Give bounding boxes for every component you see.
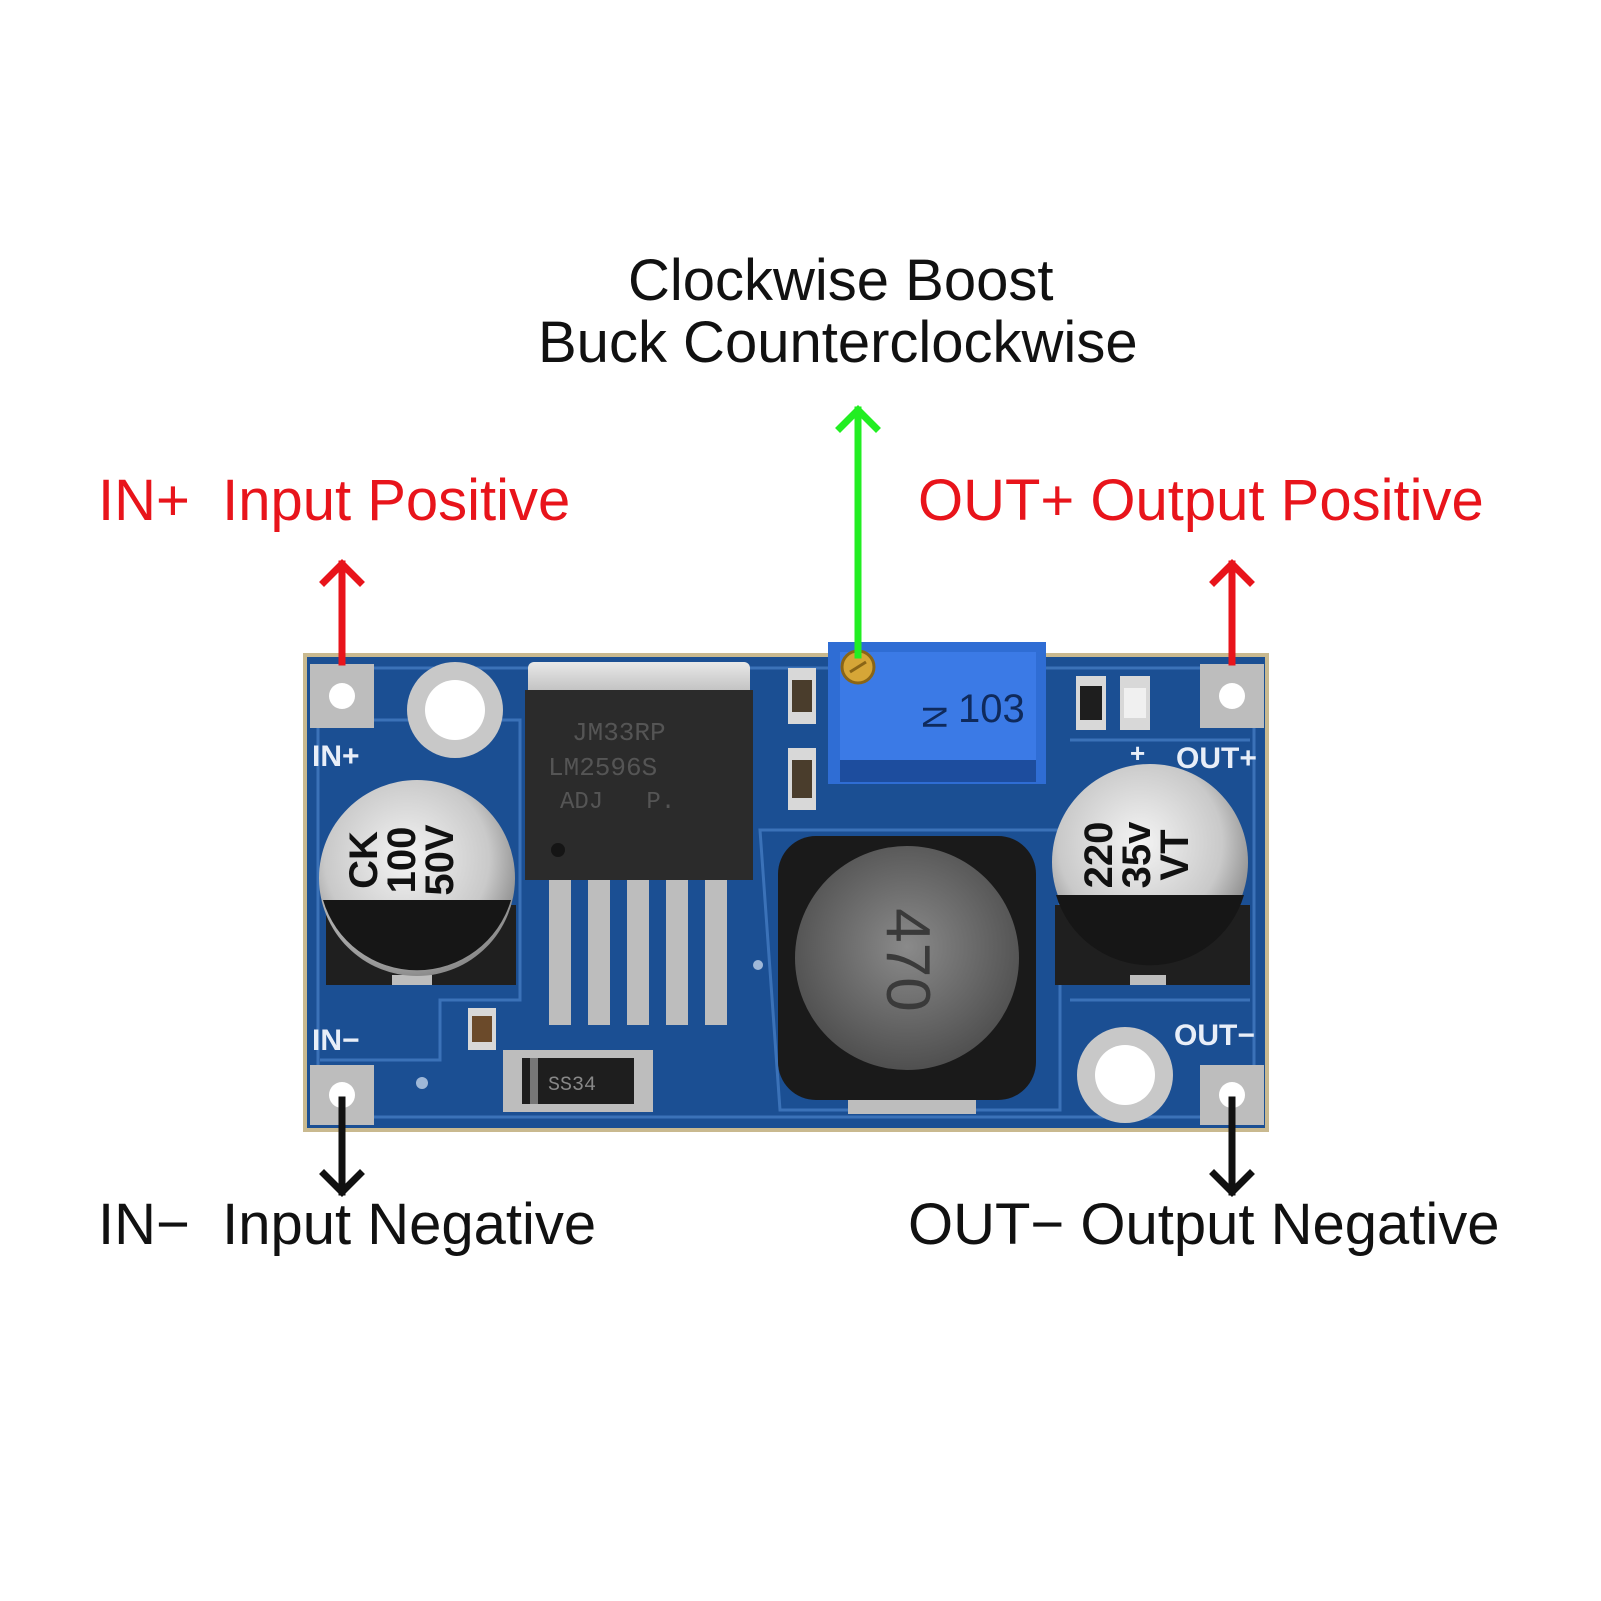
adjust-label-line2: Buck Counterclockwise — [538, 310, 1138, 375]
inductor-marking: 470 — [873, 908, 942, 1011]
silk-in-negative: IN− — [312, 1024, 360, 1057]
in-positive-label: IN+ Input Positive — [98, 468, 571, 533]
arrow-out-positive — [1209, 559, 1255, 666]
silk-in-positive: IN+ — [312, 740, 360, 773]
arrow-adjust — [835, 405, 881, 659]
arrow-out-negative — [1209, 1096, 1255, 1197]
adjust-label-line1: Clockwise Boost — [628, 248, 1054, 313]
pad-out-negative — [1200, 1065, 1264, 1125]
mounting-hole-bottom — [1077, 1027, 1173, 1123]
smd-led — [1120, 676, 1150, 730]
smd-cap-left-top — [788, 668, 816, 724]
output-cap-value: 220 — [1077, 822, 1121, 889]
smd-resistor-right — [1076, 676, 1106, 730]
input-cap-voltage: 50V — [418, 824, 462, 895]
regulator-marking-1: JM33RP — [572, 718, 666, 748]
inductor: 470 — [778, 836, 1036, 1114]
regulator-marking-3: ADJ P. — [560, 789, 675, 816]
mounting-hole-top — [407, 662, 503, 758]
input-cap-brand: CK — [342, 831, 386, 889]
silk-plus: + — [1130, 738, 1145, 768]
out-positive-label: OUT+ Output Positive — [918, 468, 1484, 533]
diode-ss34: SS34 — [503, 1050, 653, 1112]
pad-in-positive — [310, 664, 374, 728]
output-cap-voltage: 35v — [1115, 821, 1159, 888]
input-cap-value: 100 — [380, 827, 424, 894]
diode-marking: SS34 — [548, 1074, 596, 1097]
output-capacitor: 220 35v VT — [1052, 764, 1250, 985]
output-cap-brand: VT — [1153, 829, 1197, 880]
input-capacitor: CK 100 50V — [319, 780, 516, 985]
regulator-marking-2: LM2596S — [548, 753, 657, 783]
silk-out-negative: OUT− — [1174, 1019, 1255, 1052]
arrow-in-positive — [319, 559, 365, 666]
trimmer-code: 103 — [958, 687, 1025, 731]
smd-resistor-bottom — [468, 1008, 496, 1050]
silk-out-positive: OUT+ — [1176, 742, 1257, 775]
pad-out-positive — [1200, 664, 1264, 728]
out-negative-label: OUT− Output Negative — [908, 1192, 1500, 1257]
in-negative-label: IN− Input Negative — [98, 1192, 597, 1257]
regulator-ic: JM33RP LM2596S ADJ P. — [525, 662, 753, 1025]
smd-cap-left-bottom — [788, 748, 816, 810]
arrow-in-negative — [319, 1096, 365, 1197]
trimmer-n-marking: N — [915, 705, 953, 730]
